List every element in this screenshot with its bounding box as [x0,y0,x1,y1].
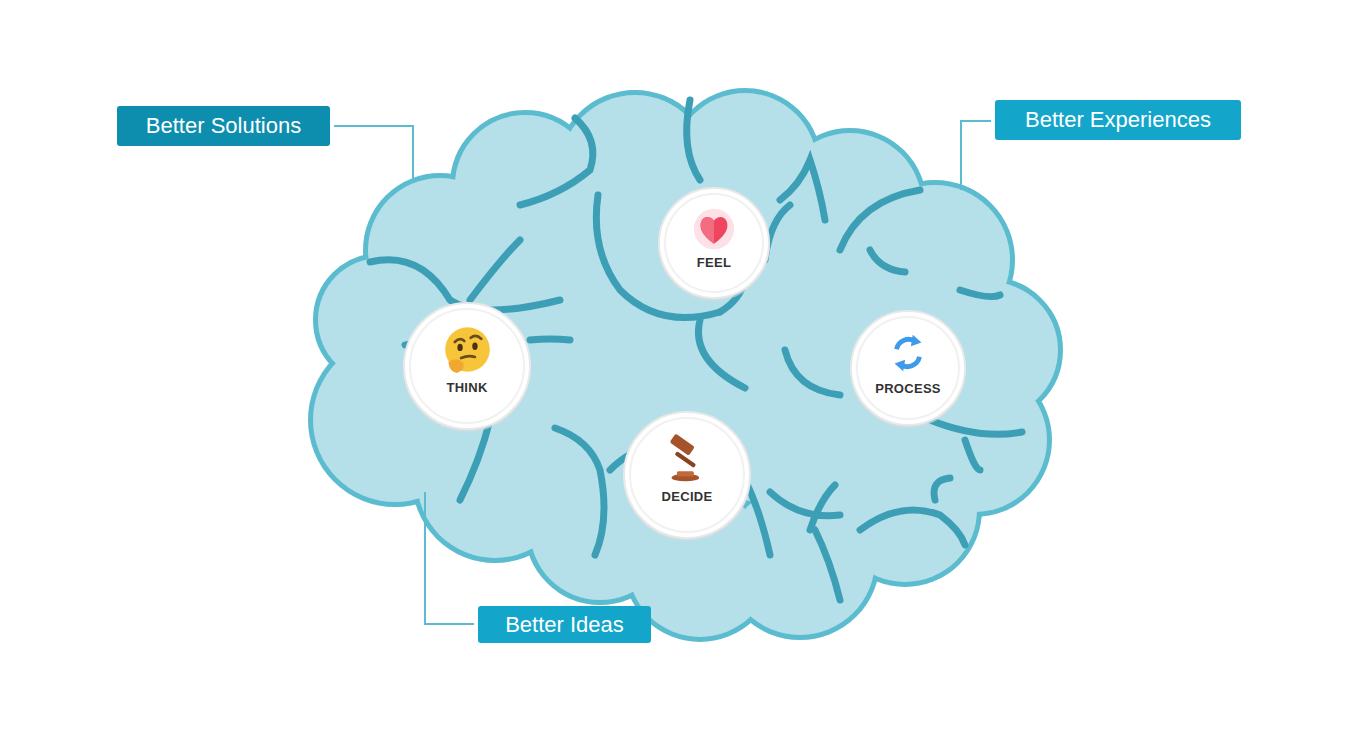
concept-label: THINK [402,380,532,395]
fold [460,420,490,500]
brain-folds [370,100,1022,600]
fold [698,320,745,388]
brain-lobe [770,290,990,510]
brain-lobe [400,260,640,500]
brain-lobe [400,260,640,500]
fold [965,440,980,470]
heart-icon [692,207,736,251]
concept-circle: THINK [402,301,532,431]
callout-text: Better Experiences [1025,107,1211,133]
concept-label: PROCESS [849,381,967,396]
leader-lines [334,121,991,624]
fold [687,100,700,180]
callout-text: Better Solutions [146,113,301,139]
cycle-icon [885,330,931,376]
fold [555,428,604,555]
fold [870,250,905,272]
fold [810,485,835,530]
callout-box: Better Solutions [117,106,330,146]
brain-fill [313,93,1058,637]
fold [530,339,570,340]
concept-circle: DECIDE [622,410,752,540]
callout-text: Better Ideas [505,612,624,638]
concept-label: DECIDE [622,489,752,504]
fold [934,478,950,500]
leader-line [425,492,474,624]
fold [860,510,965,545]
fold [785,350,840,395]
leader-line [334,126,413,178]
fold [815,530,840,600]
concept-circle: FEEL [657,186,771,300]
fold [840,190,920,250]
gavel-icon [662,433,713,484]
fold [960,290,1000,297]
callout-box: Better Ideas [478,606,651,643]
callout-box: Better Experiences [995,100,1241,140]
fold [470,240,520,300]
brain-outline [313,93,1058,637]
concept-circle: PROCESS [849,309,967,427]
fold [520,118,593,205]
leader-line [961,121,991,190]
concept-label: FEEL [657,255,771,270]
fold [930,420,1022,434]
face-icon [442,324,493,375]
brain-lobe [770,290,990,510]
